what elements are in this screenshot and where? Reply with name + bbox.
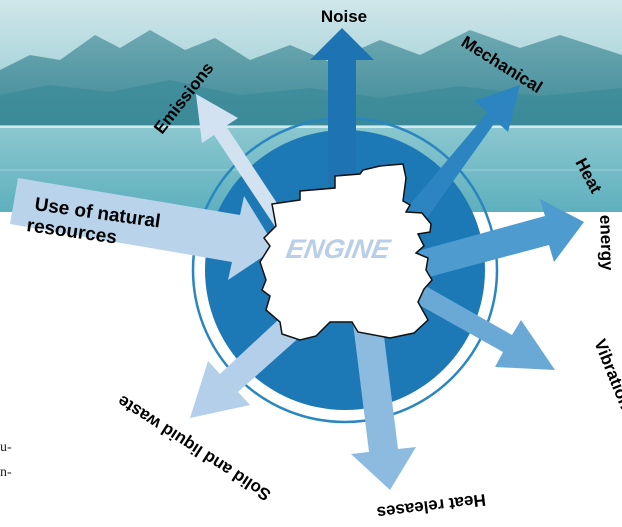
heat-releases-label: Heat releases (376, 490, 487, 522)
margin-text-fragment-1: u- (0, 440, 12, 455)
engine-block: ENGINE (259, 163, 433, 341)
landscape-background (0, 0, 622, 212)
heat-energy-arrow (410, 199, 584, 281)
noise-label: Noise (321, 7, 367, 26)
vibrations-label: Vibrations (590, 336, 622, 420)
engine-label: ENGINE (284, 233, 394, 264)
input-label: Use of natural resources (25, 194, 161, 248)
margin-text-fragment-2: n- (0, 465, 12, 480)
energy-label: energy (596, 214, 617, 271)
vibrations-arrow (405, 280, 555, 370)
input-arrow (10, 178, 276, 280)
noise-arrow (310, 28, 374, 235)
waste-arrow (190, 307, 312, 418)
heat-releases-arrow (351, 312, 416, 490)
